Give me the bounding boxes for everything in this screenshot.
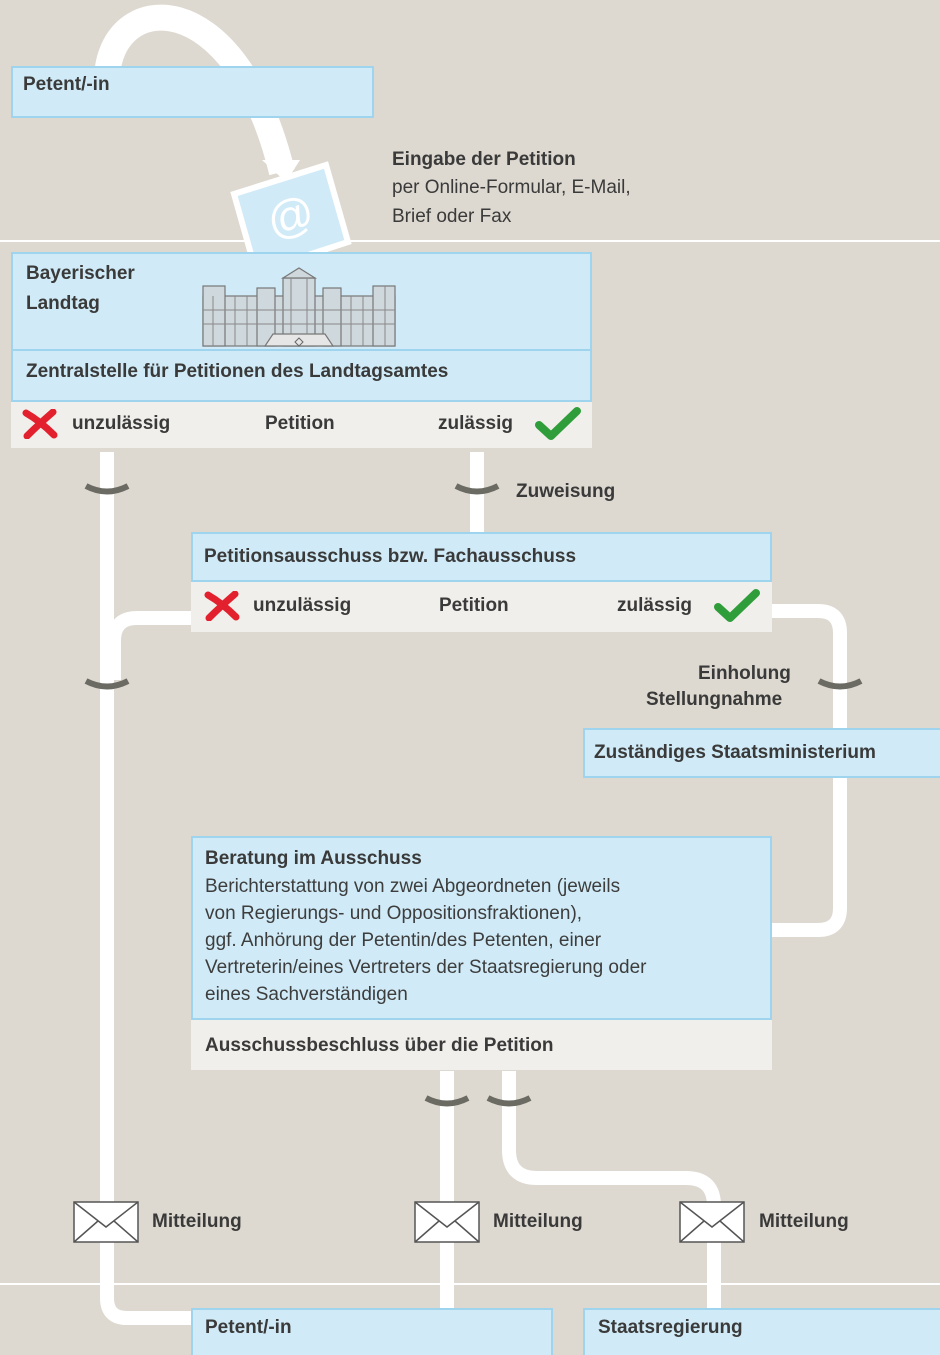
notification-right-label: Mitteilung — [759, 1211, 849, 1232]
deliberation-title: Beratung im Ausschuss — [205, 848, 422, 869]
chevron-down-icon — [454, 483, 500, 495]
ministry-label: Zuständiges Staatsministerium — [594, 742, 876, 763]
deliberation-line: ggf. Anhörung der Petentin/des Petenten,… — [205, 930, 602, 951]
landtag-divider — [13, 349, 590, 351]
landtag-status-valid: zulässig — [438, 413, 513, 434]
notification-middle-label: Mitteilung — [493, 1211, 583, 1232]
submission-arrowhead — [262, 160, 300, 182]
assignment-label: Zuweisung — [516, 481, 616, 502]
cross-icon — [22, 409, 58, 439]
landtag-status-bar — [11, 402, 592, 448]
government-label: Staatsregierung — [598, 1317, 743, 1338]
submission-title: Eingabe der Petition — [392, 149, 576, 170]
deliberation-line: Vertreterin/eines Vertreters der Staatsr… — [205, 957, 647, 978]
landtag-name-line-2: Landtag — [26, 293, 100, 314]
deliberation-box — [191, 836, 772, 1020]
decision-bar — [191, 1020, 772, 1070]
landtag-status-invalid: unzulässig — [72, 413, 171, 434]
committee-status-middle: Petition — [439, 595, 509, 616]
committee-status-invalid: unzulässig — [253, 595, 352, 616]
chevron-down-icon — [424, 1095, 470, 1107]
decision-label: Ausschussbeschluss über die Petition — [205, 1035, 554, 1056]
chevron-down-icon — [84, 678, 130, 690]
envelope-icon — [679, 1201, 745, 1243]
top-petent-box — [11, 66, 374, 118]
ministry-box — [583, 728, 940, 778]
parliament-building-icon — [202, 267, 396, 347]
submission-line-1: per Online-Formular, E-Mail, — [392, 177, 631, 198]
landtag-name-line-1: Bayerischer — [26, 263, 135, 284]
deliberation-line: eines Sachverständigen — [205, 984, 408, 1005]
at-envelope-icon: @ — [230, 161, 352, 260]
chevron-down-icon — [84, 483, 130, 495]
government-box — [583, 1308, 940, 1355]
flow-left-line — [100, 452, 192, 1325]
notification-left-label: Mitteilung — [152, 1211, 242, 1232]
bottom-petent-label: Petent/-in — [205, 1317, 292, 1338]
committee-title: Petitionsausschuss bzw. Fachausschuss — [204, 546, 577, 567]
chevron-down-icon — [817, 678, 863, 690]
submission-line-2: Brief oder Fax — [392, 206, 512, 227]
check-icon — [714, 589, 760, 622]
deliberation-line: Berichterstattung von zwei Abgeordneten … — [205, 876, 621, 897]
envelope-icon — [414, 1201, 480, 1243]
check-icon — [535, 407, 581, 440]
landtag-central-office: Zentralstelle für Petitionen des Landtag… — [26, 361, 449, 382]
statement-line-1: Einholung — [698, 663, 791, 684]
landtag-status-middle: Petition — [265, 413, 335, 434]
top-petent-label: Petent/-in — [23, 74, 110, 95]
deliberation-text: Berichterstattung von zwei Abgeordneten … — [205, 873, 646, 1008]
deliberation-line: von Regierungs- und Oppositionsfraktione… — [205, 903, 583, 924]
chevron-down-icon — [486, 1095, 532, 1107]
committee-status-valid: zulässig — [617, 595, 692, 616]
committee-status-bar — [191, 582, 772, 632]
envelope-icon — [73, 1201, 139, 1243]
flow-committee-invalid — [107, 611, 192, 680]
committee-box — [191, 532, 772, 582]
statement-line-2: Stellungnahme — [646, 689, 783, 710]
flow-decision-government — [502, 1071, 721, 1308]
bottom-petent-box — [191, 1308, 553, 1355]
cross-icon — [204, 591, 240, 621]
